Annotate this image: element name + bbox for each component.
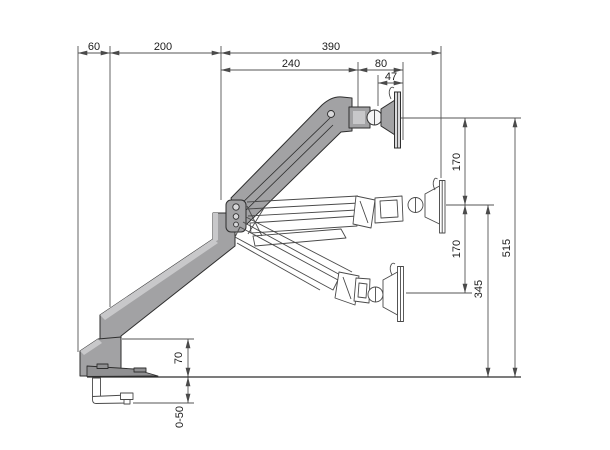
clamp-plate-pad-left — [96, 363, 109, 369]
elbow-pivot-1 — [232, 203, 240, 211]
dim-label-170-upper: 170 — [451, 153, 463, 171]
tilt-bracket-top — [380, 99, 396, 136]
dimension-390: 390 — [220, 41, 442, 56]
dimension-170-lower: 170 — [451, 204, 468, 294]
mid-arm-bar-3 — [247, 209, 358, 217]
tilt-bracket-middle — [424, 185, 440, 225]
vesa-hook-top — [388, 86, 395, 100]
clamp-jaw-vertical — [92, 377, 101, 398]
vesa-hook-middle — [432, 177, 438, 191]
riser-base — [99, 212, 236, 347]
mid-arm-cover-lower — [252, 228, 347, 247]
wrist-lower-inner — [342, 276, 352, 300]
dim-label-390: 390 — [322, 41, 340, 53]
dimension-240: 240 — [220, 58, 359, 73]
low-arm-bar-3 — [236, 242, 321, 291]
arm-linkage-line-1 — [237, 117, 331, 208]
low-arm-cover — [234, 226, 339, 291]
dim-label-515: 515 — [501, 239, 513, 257]
head-link-inset — [353, 111, 365, 124]
dim-label-clamp-range: 0-50 — [174, 406, 186, 428]
dimension-clamp-range: 0-50 — [174, 376, 191, 428]
extension-lines — [77, 46, 521, 404]
link-block-middle-inset — [379, 199, 399, 219]
dim-label-70: 70 — [173, 352, 185, 364]
clamp-jaw-horizontal — [92, 394, 129, 404]
mid-arm-bar-2 — [246, 202, 360, 210]
gas-spring-arm — [230, 96, 353, 228]
low-arm-bar-2 — [242, 221, 345, 278]
dim-label-345: 345 — [473, 280, 485, 298]
arm-position-lower — [234, 216, 404, 322]
tilt-bracket-lower — [382, 271, 398, 316]
elbow-pivot-3 — [233, 221, 239, 228]
dimension-47: 47 — [377, 71, 404, 86]
arm-position-top — [230, 86, 401, 228]
clamp-screw-pad — [120, 392, 134, 400]
clamp-screw-knob — [123, 399, 131, 405]
riser-neck-face — [213, 213, 218, 243]
wrist-pivot-top — [327, 110, 335, 118]
dimension-200: 200 — [109, 41, 222, 56]
wrist-middle-inner — [359, 200, 369, 224]
dimension-515: 515 — [501, 117, 518, 378]
clamp-plate-pad-right — [133, 367, 147, 373]
mid-arm-cover-upper — [249, 215, 358, 234]
dim-label-240: 240 — [282, 58, 300, 70]
dimension-70: 70 — [173, 338, 191, 378]
dim-label-200: 200 — [154, 41, 172, 53]
riser-top-face — [100, 239, 218, 320]
link-block-middle — [374, 195, 404, 224]
dimension-60: 60 — [77, 41, 111, 56]
vesa-hook-lower — [389, 262, 396, 276]
dimension-80: 80 — [357, 58, 404, 73]
elbow-pivot-2 — [232, 213, 240, 220]
arm-position-middle — [246, 177, 446, 247]
dim-label-47: 47 — [385, 71, 397, 83]
link-block-lower — [353, 277, 371, 304]
dimension-170-upper: 170 — [451, 117, 468, 206]
arm-linkage-line-2 — [242, 124, 334, 214]
dim-label-80: 80 — [375, 58, 387, 70]
clamp-body-face — [80, 339, 102, 355]
dim-label-60: 60 — [88, 41, 100, 53]
dimension-345: 345 — [473, 204, 491, 378]
desk-clamp — [79, 336, 159, 405]
link-block-lower-inset — [357, 282, 368, 299]
low-arm-bar-1 — [245, 216, 353, 273]
mid-arm-bar-1 — [246, 195, 359, 203]
dim-label-170-lower: 170 — [451, 240, 463, 258]
